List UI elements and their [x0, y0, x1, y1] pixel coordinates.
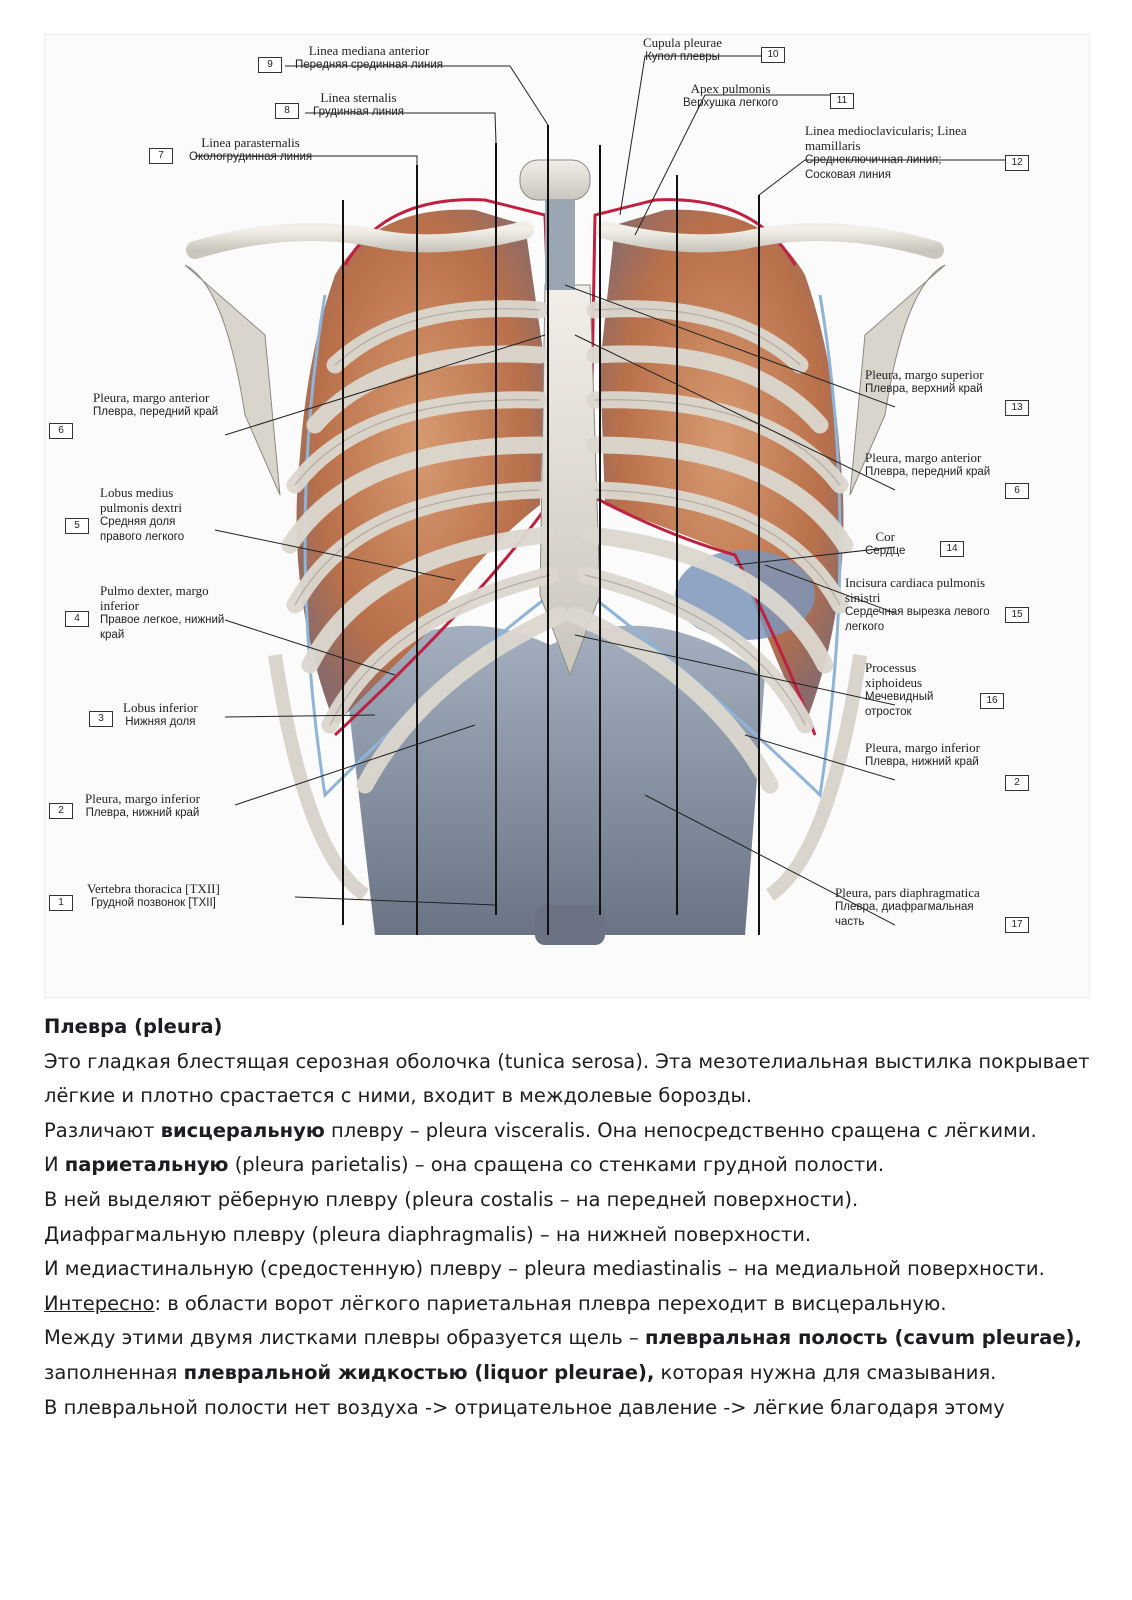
article-heading: Плевра (pleura)	[44, 1015, 223, 1038]
paragraph-interesting: Интересно: в области ворот лёгкого парие…	[44, 1291, 947, 1315]
article-text: Плевра (pleura) Это гладкая блестящая се…	[44, 1010, 1104, 1425]
paragraph-parietal: И париетальную (pleura parietalis) – она…	[44, 1153, 885, 1177]
label-lobus-inferior: Lobus inferior Нижняя доля	[123, 700, 198, 728]
paragraph-costal: В ней выделяют рёберную плевру (pleura c…	[44, 1187, 859, 1211]
label-num-14: 14	[940, 541, 964, 557]
label-pleura-margo-inferior-right: Pleura, margo inferior Плевра, нижний кр…	[865, 740, 980, 768]
label-incisura-cardiaca: Incisura cardiaca pulmonis sinistri Серд…	[845, 575, 990, 633]
label-num-5: 5	[65, 518, 89, 534]
paragraph-mediastinal: И медиастинальную (средостенную) плевру …	[44, 1257, 1045, 1281]
label-num-4: 4	[65, 611, 89, 627]
paragraph-visceral: Различают висцеральную плевру – pleura v…	[44, 1118, 1037, 1142]
label-pleura-margo-inferior-left: Pleura, margo inferior Плевра, нижний кр…	[85, 791, 200, 819]
thorax-illustration	[184, 55, 1005, 945]
label-num-13: 13	[1005, 400, 1029, 416]
label-pleura-margo-anterior-left: Pleura, margo anterior Плевра, передний …	[93, 390, 219, 418]
label-num-17: 17	[1005, 917, 1029, 933]
label-lobus-medius: Lobus medius pulmonis dextri Средняя дол…	[100, 485, 185, 543]
label-pulmo-dexter: Pulmo dexter, margo inferior Правое легк…	[100, 583, 225, 641]
label-num-10: 10	[761, 47, 785, 63]
label-num-6-right: 6	[1005, 483, 1029, 499]
paragraph-diaphragmatic: Диафрагмальную плевру (pleura diaphragma…	[44, 1222, 812, 1246]
label-apex-pulmonis: Apex pulmonis Верхушка легкого	[683, 81, 779, 109]
label-cor: Cor Сердце	[865, 529, 906, 557]
label-num-6-left: 6	[49, 423, 73, 439]
label-pleura-margo-superior: Pleura, margo superior Плевра, верхний к…	[865, 367, 984, 395]
label-num-9: 9	[258, 57, 282, 73]
paragraph-pressure: В плевральной полости нет воздуха -> отр…	[44, 1395, 1005, 1419]
label-linea-sternalis: Linea sternalis Грудинная линия	[313, 90, 405, 118]
label-num-15: 15	[1005, 607, 1029, 623]
paragraph-cavity: Между этими двумя листками плевры образу…	[44, 1326, 1082, 1384]
label-num-3: 3	[89, 711, 113, 727]
label-num-7: 7	[149, 148, 173, 164]
label-linea-medioclavicularis: Linea medioclavicularis; Linea mamillari…	[805, 123, 967, 181]
label-num-11: 11	[830, 93, 854, 109]
label-linea-parasternalis: Linea parasternalis Окологрудинная линия	[189, 135, 313, 163]
label-num-2-left: 2	[49, 803, 73, 819]
label-num-2-right: 2	[1005, 775, 1029, 791]
label-num-1: 1	[49, 895, 73, 911]
label-num-12: 12	[1005, 155, 1029, 171]
label-linea-mediana-anterior: Linea mediana anterior Передняя срединна…	[295, 43, 443, 71]
label-cupula-pleurae: Cupula pleurae Купол плевры	[643, 35, 723, 63]
label-pleura-pars-diaphragmatica: Pleura, pars diaphragmatica Плевра, диаф…	[835, 885, 980, 928]
label-num-8: 8	[275, 103, 299, 119]
anatomy-figure: 9 Linea mediana anterior Передняя средин…	[44, 34, 1090, 998]
label-processus-xiphoideus: Processus xiphoideus Мечевидный отросток	[865, 660, 934, 718]
label-num-16: 16	[980, 693, 1004, 709]
label-vertebra-thoracica: Vertebra thoracica [TXII] Грудной позвон…	[87, 881, 220, 909]
paragraph-definition: Это гладкая блестящая серозная оболочка …	[44, 1049, 1090, 1108]
label-pleura-margo-anterior-right: Pleura, margo anterior Плевра, передний …	[865, 450, 991, 478]
